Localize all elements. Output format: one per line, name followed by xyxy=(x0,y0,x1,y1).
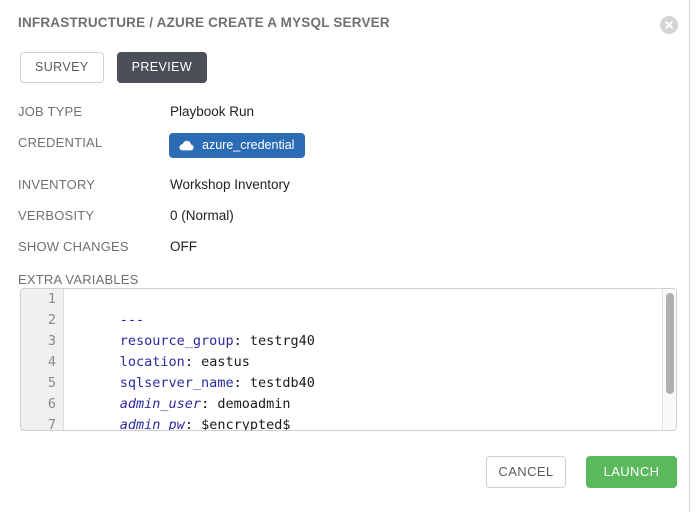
line-number: 4 xyxy=(47,354,56,370)
line-number: 3 xyxy=(47,333,56,349)
code-token-value: demoadmin xyxy=(217,396,291,412)
line-number: 1 xyxy=(47,291,56,307)
code-token-key: --- xyxy=(119,312,145,328)
code-token-key: sqlserver_name xyxy=(119,375,234,391)
tab-preview[interactable]: PREVIEW xyxy=(116,52,208,83)
code-line: admin_user: demoadmin xyxy=(65,373,676,412)
code-token-sep: : xyxy=(201,396,218,412)
detail-label-show-changes: SHOW CHANGES xyxy=(18,239,129,254)
launch-button[interactable]: LAUNCH xyxy=(586,456,677,488)
line-number: 2 xyxy=(47,312,56,328)
detail-row-show-changes: SHOW CHANGES OFF xyxy=(0,235,698,266)
detail-label-job-type: JOB TYPE xyxy=(18,104,83,119)
code-token-sep: : xyxy=(233,333,250,349)
extra-variables-editor[interactable]: 1 2 3 4 5 6 7 --- resource_group: testrg… xyxy=(20,288,677,431)
editor-gutter: 1 2 3 4 5 6 7 xyxy=(21,289,64,430)
code-line: resource_group: testrg40 xyxy=(65,310,676,349)
code-token-sep: : xyxy=(233,375,250,391)
editor-code-area[interactable]: --- resource_group: testrg40 location: e… xyxy=(65,289,676,430)
code-line: --- xyxy=(65,289,676,328)
code-line: admin_pw: $encrypted$ xyxy=(65,394,676,430)
detail-row-verbosity: VERBOSITY 0 (Normal) xyxy=(0,204,698,235)
tab-survey[interactable]: SURVEY xyxy=(20,52,104,83)
detail-value-inventory: Workshop Inventory xyxy=(170,177,290,192)
detail-row-inventory: INVENTORY Workshop Inventory xyxy=(0,173,698,204)
cloud-icon xyxy=(179,140,194,151)
code-token-key: admin_pw xyxy=(119,417,185,430)
code-token-key: resource_group xyxy=(119,333,234,349)
detail-label-inventory: INVENTORY xyxy=(18,177,96,192)
detail-value-show-changes: OFF xyxy=(170,239,197,254)
close-icon[interactable] xyxy=(660,16,678,34)
editor-scrollbar[interactable] xyxy=(662,289,676,430)
detail-row-job-type: JOB TYPE Playbook Run xyxy=(0,100,698,131)
job-detail-list: JOB TYPE Playbook Run CREDENTIAL azure_c… xyxy=(0,100,698,266)
credential-badge[interactable]: azure_credential xyxy=(169,133,306,158)
modal-right-border xyxy=(689,0,690,512)
code-token-value: testdb40 xyxy=(249,375,315,391)
cancel-button[interactable]: CANCEL xyxy=(486,456,566,488)
detail-row-credential: CREDENTIAL azure_credential xyxy=(0,131,698,173)
tab-bar: SURVEY PREVIEW xyxy=(20,52,208,83)
page-title: INFRASTRUCTURE / AZURE CREATE A MYSQL SE… xyxy=(18,15,390,30)
line-number: 6 xyxy=(47,396,56,412)
code-line: location: eastus xyxy=(65,331,676,370)
code-line: sqlserver_name: testdb40 xyxy=(65,352,676,391)
code-token-value: eastus xyxy=(201,354,250,370)
line-number: 5 xyxy=(47,375,56,391)
code-token-key: location xyxy=(119,354,185,370)
extra-variables-label: EXTRA VARIABLES xyxy=(18,272,139,287)
detail-label-credential: CREDENTIAL xyxy=(18,135,103,150)
detail-value-job-type: Playbook Run xyxy=(170,104,255,119)
code-token-sep: : xyxy=(184,417,202,430)
code-token-value: $encrypted$ xyxy=(201,417,291,430)
line-number: 7 xyxy=(47,417,56,431)
editor-scrollbar-thumb[interactable] xyxy=(666,293,674,394)
credential-badge-label: azure_credential xyxy=(202,138,295,152)
code-token-key: admin_user xyxy=(119,396,202,412)
code-token-sep: : xyxy=(184,354,202,370)
code-token-value: testrg40 xyxy=(249,333,315,349)
dialog-footer: CANCEL LAUNCH xyxy=(0,452,689,512)
detail-label-verbosity: VERBOSITY xyxy=(18,208,95,223)
detail-value-verbosity: 0 (Normal) xyxy=(170,208,234,223)
